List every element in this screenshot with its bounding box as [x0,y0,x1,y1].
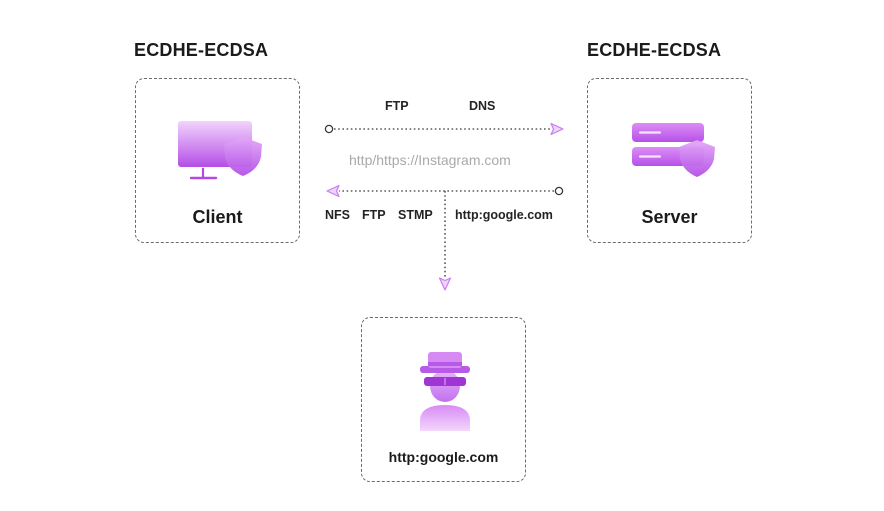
top-protocol-dns: DNS [469,99,496,113]
spy-person-icon [420,352,470,431]
bottom-protocol-ftp: FTP [362,208,386,222]
client-to-server-arrow [324,122,564,136]
server-heading: ECDHE-ECDSA [587,40,722,60]
client-node: Client [135,78,300,243]
bottom-protocol-url: http:google.com [455,208,553,222]
attacker-label: http:google.com [388,449,499,465]
server-shield-icon [632,123,715,177]
intercept-arrow [438,191,452,291]
server-label: Server [641,207,698,227]
bottom-arrowhead-icon [326,184,340,198]
bottom-line-start-dot [554,186,564,196]
top-line-start-dot [324,124,334,134]
client-label: Client [192,207,243,227]
server-node: Server [587,78,752,243]
intercept-arrowhead-icon [438,277,452,291]
client-heading: ECDHE-ECDSA [134,40,269,60]
intercepted-url-text: http/https://Instagram.com [349,152,511,168]
attacker-node: http:google.com [361,317,526,482]
top-arrowhead-icon [550,122,564,136]
top-protocol-ftp: FTP [385,99,409,113]
bottom-protocol-nfs: NFS [325,208,350,222]
server-to-client-arrow [326,184,564,198]
bottom-protocol-stmp: STMP [398,208,433,222]
monitor-shield-icon [178,121,262,180]
